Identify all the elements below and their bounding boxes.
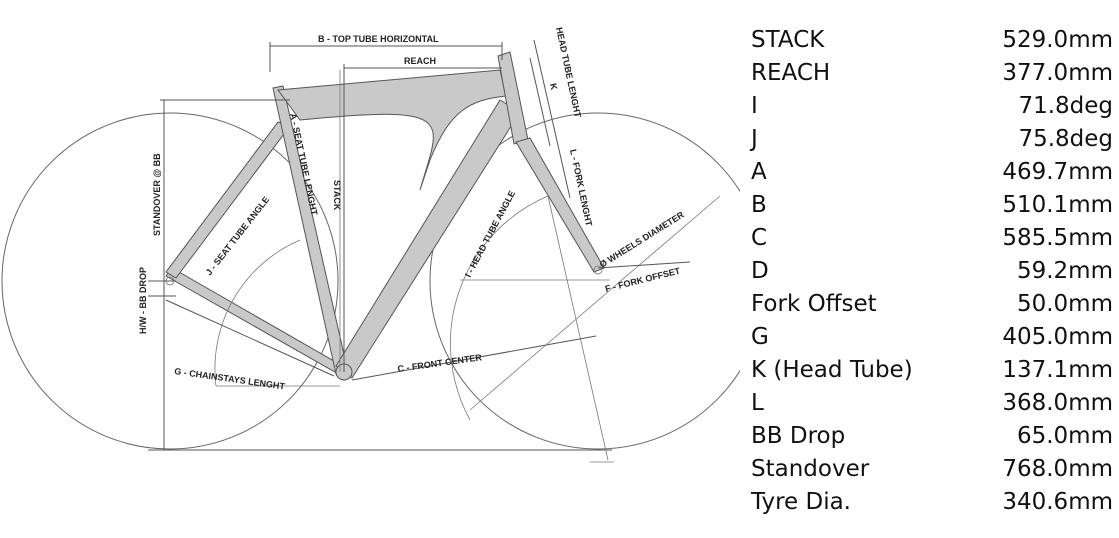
spec-value: 75.8deg bbox=[1018, 126, 1113, 152]
bike-geometry-diagram: B - TOP TUBE HORIZONTAL REACH HEAD TUBE … bbox=[1, 26, 740, 463]
spec-value: 768.0mm bbox=[1002, 456, 1113, 482]
spec-row: BB Drop 65.0mm bbox=[745, 420, 1113, 453]
front-dropout bbox=[593, 265, 603, 275]
spec-row: C 585.5mm bbox=[745, 222, 1113, 255]
spec-value: 510.1mm bbox=[1002, 192, 1113, 218]
spec-row: Fork Offset 50.0mm bbox=[745, 288, 1113, 321]
spec-value: 529.0mm bbox=[1002, 27, 1113, 53]
label-stack: STACK bbox=[332, 180, 342, 211]
spec-label: B bbox=[751, 192, 767, 218]
spec-value: 368.0mm bbox=[1002, 390, 1113, 416]
spec-value: 585.5mm bbox=[1002, 225, 1113, 251]
spec-label: BB Drop bbox=[751, 423, 846, 449]
label-wheel-diameter: Ø WHEELS DIAMETER bbox=[598, 209, 686, 269]
spec-label: D bbox=[751, 258, 769, 284]
spec-value: 377.0mm bbox=[1002, 60, 1113, 86]
label-bb-drop: H/W - BB DROP bbox=[138, 267, 148, 334]
spec-value: 50.0mm bbox=[1016, 291, 1113, 317]
spec-row: K (Head Tube) 137.1mm bbox=[745, 354, 1113, 387]
spec-value: 340.6mm bbox=[1002, 489, 1113, 515]
spec-label: I bbox=[751, 93, 758, 119]
front-wheel bbox=[429, 112, 740, 450]
spec-label: A bbox=[751, 159, 767, 185]
label-top-tube: B - TOP TUBE HORIZONTAL bbox=[318, 34, 439, 44]
spec-row: D 59.2mm bbox=[745, 255, 1113, 288]
spec-label: STACK bbox=[751, 27, 825, 53]
spec-label: G bbox=[751, 324, 769, 350]
label-chainstays: G - CHAINSTAYS LENGHT bbox=[174, 366, 286, 391]
top-tube bbox=[277, 69, 507, 191]
label-k: K bbox=[548, 82, 559, 91]
label-fork-offset: F - FORK OFFSET bbox=[604, 265, 682, 293]
label-front-center: C - FRONT CENTER bbox=[397, 352, 483, 374]
spec-label: J bbox=[751, 126, 758, 152]
spec-value: 469.7mm bbox=[1002, 159, 1113, 185]
spec-row: A 469.7mm bbox=[745, 156, 1113, 189]
label-head-tube: HEAD TUBE LENGHT bbox=[554, 26, 583, 119]
spec-label: L bbox=[751, 390, 764, 416]
spec-label: C bbox=[751, 225, 768, 251]
spec-value: 405.0mm bbox=[1002, 324, 1113, 350]
spec-row: I 71.8deg bbox=[745, 90, 1113, 123]
spec-label: REACH bbox=[751, 60, 831, 86]
dimension-lines bbox=[148, 39, 721, 463]
spec-row: J 75.8deg bbox=[745, 123, 1113, 156]
spec-row: L 368.0mm bbox=[745, 387, 1113, 420]
rear-wheel bbox=[1, 112, 339, 450]
spec-value: 65.0mm bbox=[1016, 423, 1113, 449]
seat-tube bbox=[272, 85, 349, 375]
spec-label: K (Head Tube) bbox=[751, 357, 913, 383]
spec-row: REACH 377.0mm bbox=[745, 57, 1113, 90]
spec-row: B 510.1mm bbox=[745, 189, 1113, 222]
spec-row: Tyre Dia. 340.6mm bbox=[745, 486, 1113, 519]
spec-value: 137.1mm bbox=[1002, 357, 1113, 383]
spec-label: Tyre Dia. bbox=[751, 489, 851, 515]
spec-value: 59.2mm bbox=[1016, 258, 1113, 284]
spec-value: 71.8deg bbox=[1018, 93, 1113, 119]
label-standover: STANDOVER @ BB bbox=[152, 153, 162, 236]
spec-row: G 405.0mm bbox=[745, 321, 1113, 354]
spec-row: STACK 529.0mm bbox=[745, 24, 1113, 57]
bike-frame bbox=[165, 51, 605, 381]
spec-label: Fork Offset bbox=[751, 291, 877, 317]
spec-label: Standover bbox=[751, 456, 870, 482]
label-reach: REACH bbox=[404, 56, 436, 66]
label-head-angle: I - HEAD TUBE ANGLE bbox=[463, 189, 517, 279]
spec-row: Standover 768.0mm bbox=[745, 453, 1113, 486]
